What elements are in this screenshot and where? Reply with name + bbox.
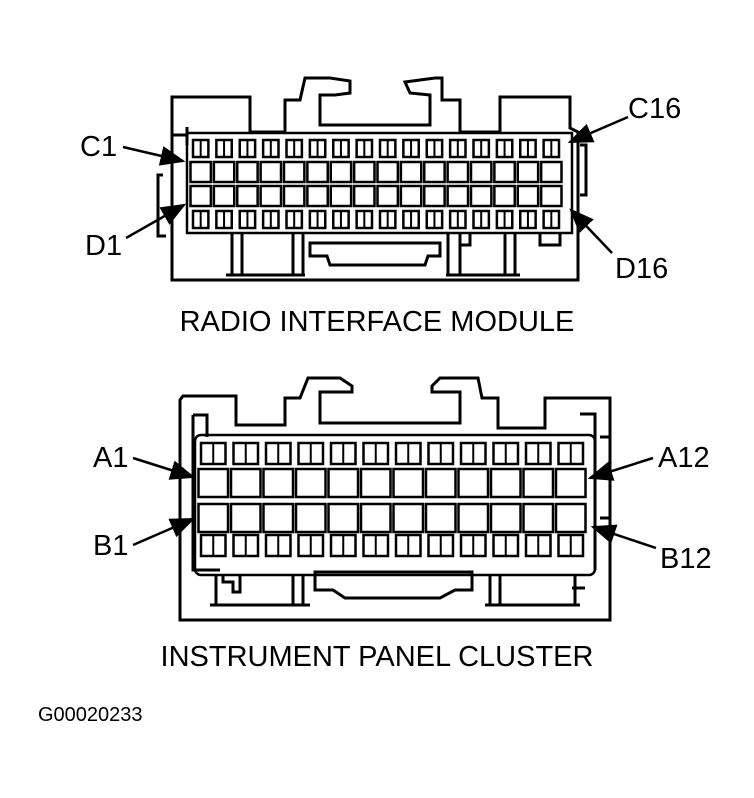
radio-cavity-C5	[282, 160, 306, 184]
radio-cavity-D5	[282, 184, 306, 208]
radio-cavity-C13	[469, 160, 493, 184]
radio-latch-right	[580, 143, 588, 197]
ipc-cavity-A3	[262, 467, 295, 499]
radio-cavity-D10	[399, 184, 423, 208]
ipc-cavity-A9	[457, 467, 490, 499]
radio-cavity-C8	[352, 160, 376, 184]
ipc-cavity-A7	[392, 467, 425, 499]
ipc-cavity-B11	[522, 502, 555, 534]
radio-cavity-D12	[446, 184, 470, 208]
pin-label-a1: A1	[93, 442, 129, 474]
pin-label-d16: D16	[615, 253, 669, 285]
ipc-cavity-A1	[197, 467, 230, 499]
radio-cavity-D16	[539, 184, 563, 208]
pin-label-c1: C1	[80, 131, 118, 163]
radio-cavity-D14	[493, 184, 516, 208]
arrow-c1	[122, 145, 186, 166]
radio-cavity-grid	[189, 138, 563, 230]
ipc-cavity-A6	[359, 467, 392, 499]
radio-connector	[156, 76, 588, 282]
arrow-c16	[567, 115, 629, 144]
arrow-d16	[569, 208, 613, 254]
ipc-cavity-B3	[262, 502, 295, 534]
radio-cavity-D4	[259, 184, 283, 208]
ipc-cavity-B7	[392, 502, 425, 534]
pin-label-c16: C16	[628, 93, 682, 125]
radio-key-slot	[308, 241, 442, 267]
radio-connector-housing	[170, 76, 580, 282]
figure-id: G00020233	[38, 704, 143, 726]
radio-cavity-D15	[516, 184, 540, 208]
radio-cavity-C9	[376, 160, 400, 184]
ipc-cavity-A11	[522, 467, 555, 499]
radio-cavity-C15	[516, 160, 540, 184]
ipc-key-slot	[313, 570, 474, 600]
ipc-cavity-grid	[197, 441, 587, 558]
ipc-cavity-A4	[294, 467, 327, 499]
arrow-b1	[132, 517, 196, 547]
radio-cavity-C2	[212, 160, 236, 184]
pin-label-d1: D1	[85, 230, 123, 262]
arrow-d1	[125, 203, 187, 240]
ipc-cavity-B6	[359, 502, 392, 534]
radio-cavity-C1	[189, 160, 213, 184]
ipc-cavity-B12	[554, 502, 587, 534]
radio-cavity-C11	[423, 160, 446, 184]
ipc-connector-housing	[178, 376, 612, 622]
ipc-cavity-A5	[327, 467, 360, 499]
radio-cavity-C10	[399, 160, 423, 184]
radio-cavity-D13	[469, 184, 493, 208]
radio-cavity-C4	[259, 160, 283, 184]
radio-cavity-D7	[329, 184, 353, 208]
ipc-cavity-B10	[489, 502, 522, 534]
ipc-caption: INSTRUMENT PANEL CLUSTER	[160, 641, 594, 673]
radio-latch-left	[156, 173, 166, 238]
radio-cavity-C12	[446, 160, 470, 184]
ipc-cavity-A2	[229, 467, 262, 499]
arrow-a12	[587, 456, 654, 481]
radio-cavity-D2	[212, 184, 236, 208]
arrow-a1	[132, 456, 196, 480]
ipc-cavity-A12	[554, 467, 587, 499]
radio-cavity-C6	[306, 160, 329, 184]
radio-cavity-D6	[306, 184, 329, 208]
radio-cavity-C16	[539, 160, 563, 184]
ipc-cavity-A10	[489, 467, 522, 499]
radio-cavity-D3	[236, 184, 259, 208]
radio-cavity-C7	[329, 160, 353, 184]
arrow-b12	[590, 524, 657, 550]
ipc-cavity-B1	[197, 502, 230, 534]
radio-cavity-D11	[423, 184, 446, 208]
radio-cavity-D9	[376, 184, 400, 208]
pin-label-a12: A12	[658, 442, 710, 474]
radio-cavity-C3	[236, 160, 259, 184]
ipc-connector	[178, 376, 612, 622]
pin-label-b12: B12	[660, 543, 712, 575]
radio-cavity-D1	[189, 184, 213, 208]
radio-cavity-C14	[493, 160, 516, 184]
ipc-cavity-B5	[327, 502, 360, 534]
ipc-cavity-B4	[294, 502, 327, 534]
ipc-cavity-B9	[457, 502, 490, 534]
ipc-cavity-B8	[424, 502, 457, 534]
radio-cavity-D8	[352, 184, 376, 208]
ipc-cavity-A8	[424, 467, 457, 499]
ipc-cavity-B2	[229, 502, 262, 534]
pin-label-b1: B1	[93, 530, 129, 562]
radio-module-caption: RADIO INTERFACE MODULE	[179, 306, 575, 338]
